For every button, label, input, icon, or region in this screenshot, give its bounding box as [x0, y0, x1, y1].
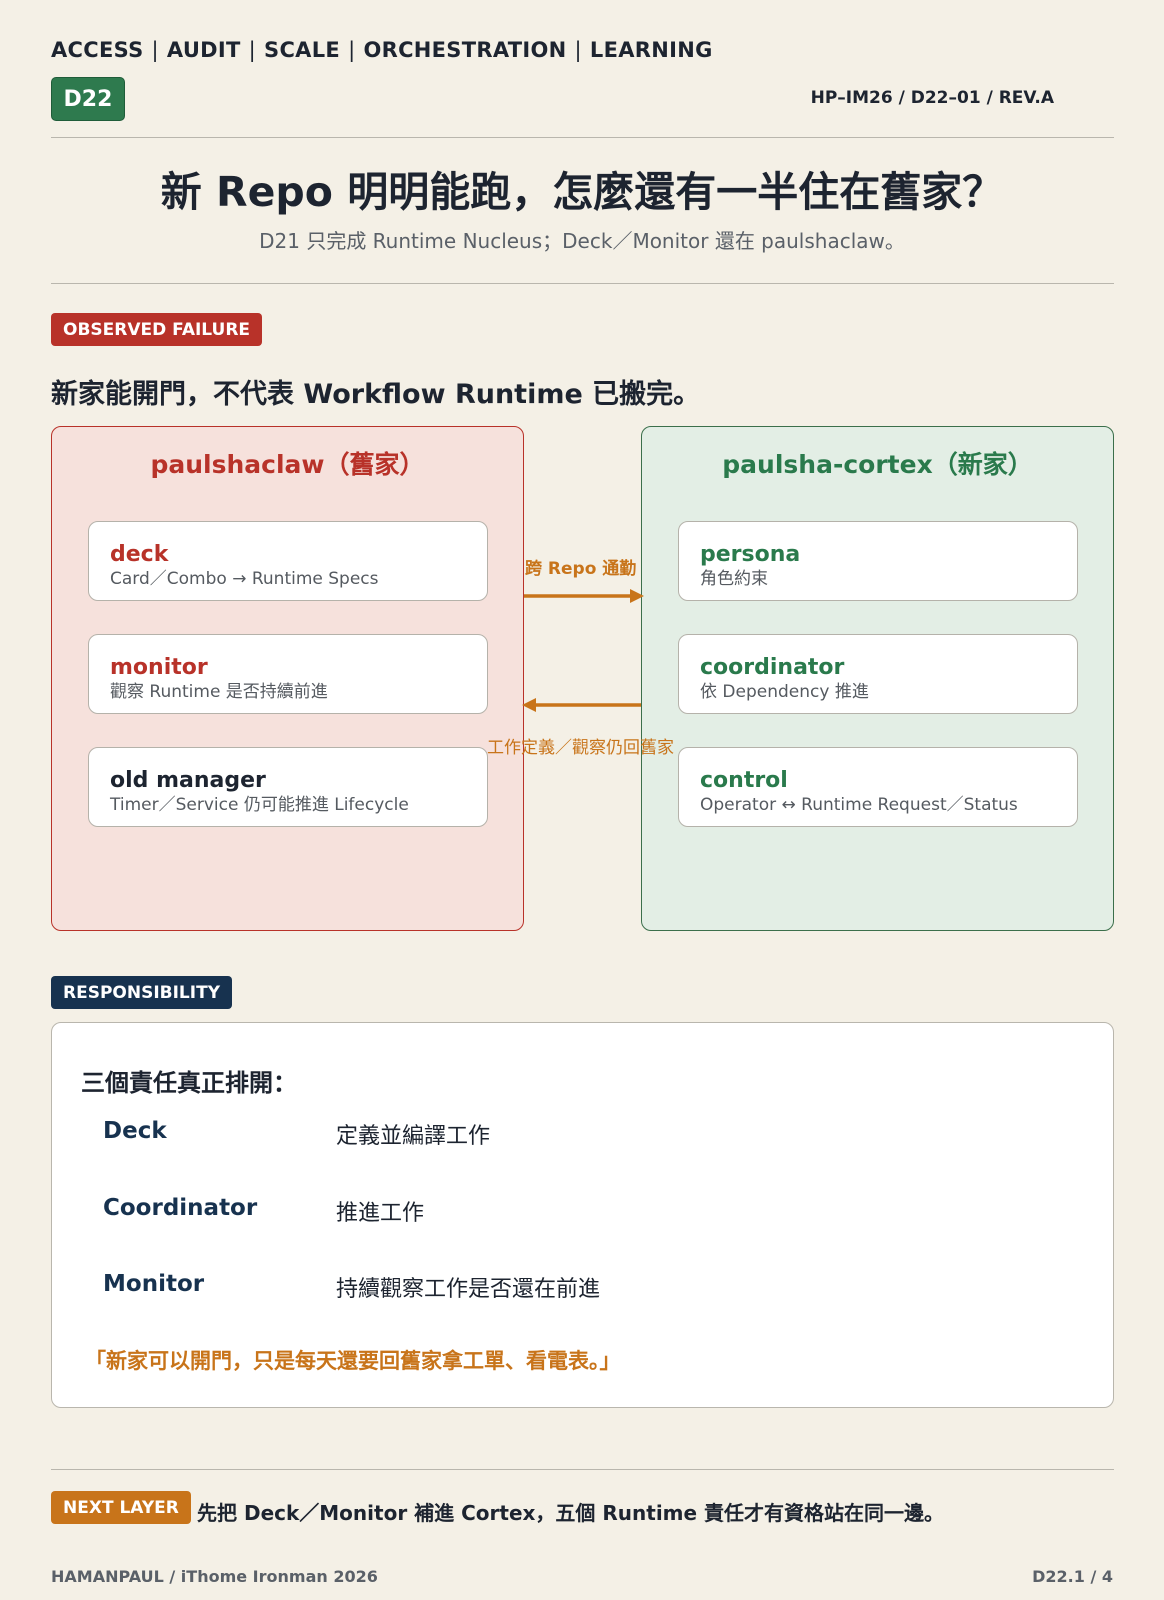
card-deck-name: deck — [110, 542, 169, 567]
responsibility-panel: 三個責任真正排開： Deck 定義並編譯工作 Coordinator 推進工作 … — [51, 1022, 1114, 1408]
nav-item-learning: LEARNING — [589, 38, 713, 62]
new-house-box: paulsha-cortex（新家） persona 角色約束 coordina… — [641, 426, 1114, 931]
card-coordinator: coordinator 依 Dependency 推進 — [678, 634, 1078, 714]
card-persona-name: persona — [700, 542, 801, 567]
observed-failure-badge: OBSERVED FAILURE — [51, 313, 263, 346]
divider — [51, 137, 1114, 138]
nav-separator: | — [348, 38, 356, 62]
card-coordinator-name: coordinator — [700, 655, 845, 680]
day-tag: D22 — [51, 77, 125, 121]
card-monitor: monitor 觀察 Runtime 是否持續前進 — [88, 634, 488, 714]
nav-separator: | — [574, 38, 582, 62]
arrow-right-head — [630, 589, 644, 603]
card-control-name: control — [700, 768, 788, 793]
nav-item-scale: SCALE — [264, 38, 341, 62]
card-monitor-name: monitor — [110, 655, 208, 680]
card-old-manager-desc: Timer／Service 仍可能推進 Lifecycle — [110, 795, 409, 815]
responsibility-name: Coordinator — [103, 1195, 258, 1221]
card-deck-desc: Card／Combo → Runtime Specs — [110, 569, 379, 589]
card-monitor-desc: 觀察 Runtime 是否持續前進 — [110, 682, 328, 702]
responsibility-desc: 持續觀察工作是否還在前進 — [336, 1277, 601, 1302]
arrow-right-label: 跨 Repo 通勤 — [525, 559, 637, 579]
card-deck: deck Card／Combo → Runtime Specs — [88, 521, 488, 601]
card-coordinator-desc: 依 Dependency 推進 — [700, 682, 869, 702]
responsibility-name: Monitor — [103, 1271, 205, 1297]
card-old-manager-name: old manager — [110, 768, 266, 793]
nav-item-audit: AUDIT — [166, 38, 241, 62]
top-navigation: ACCESS | AUDIT | SCALE | ORCHESTRATION | LEARNIN… — [51, 38, 713, 62]
footer-credit: HAMANPAUL / iThome Ironman 2026 — [51, 1567, 378, 1586]
next-layer-text: 先把 Deck／Monitor 補進 Cortex，五個 Runtime 責任才… — [197, 1501, 945, 1525]
card-persona-desc: 角色約束 — [700, 569, 768, 589]
old-house-title: paulshaclaw（舊家） — [150, 450, 425, 479]
responsibility-desc: 推進工作 — [336, 1201, 425, 1226]
responsibility-quote: 「新家可以開門，只是每天還要回舊家拿工單、看電表。」 — [85, 1349, 621, 1373]
nav-item-access: ACCESS — [51, 38, 144, 62]
arrows-diagram — [522, 589, 644, 712]
divider — [51, 283, 1114, 284]
old-house-box: paulshaclaw（舊家） deck Card／Combo → Runtim… — [51, 426, 524, 931]
doc-reference: HP–IM26 / D22–01 / REV.A — [810, 88, 1054, 108]
card-persona: persona 角色約束 — [678, 521, 1078, 601]
responsibility-heading: 三個責任真正排開： — [81, 1069, 297, 1097]
observed-heading: 新家能開門，不代表 Workflow Runtime 已搬完。 — [51, 379, 701, 410]
new-house-title: paulsha-cortex（新家） — [722, 450, 1033, 479]
card-old-manager: old manager Timer／Service 仍可能推進 Lifecycl… — [88, 747, 488, 827]
page-title: 新 Repo 明明能跑，怎麼還有一半住在舊家？ — [160, 168, 1004, 216]
arrow-left-label: 工作定義／觀察仍回舊家 — [487, 738, 674, 758]
responsibility-name: Deck — [103, 1118, 167, 1144]
next-layer-badge: NEXT LAYER — [51, 1491, 191, 1524]
card-control: control Operator ↔ Runtime Request／Statu… — [678, 747, 1078, 827]
nav-separator: | — [151, 38, 159, 62]
responsibility-badge: RESPONSIBILITY — [51, 976, 233, 1009]
nav-item-orchestration: ORCHESTRATION — [363, 38, 567, 62]
divider — [51, 1469, 1114, 1470]
arrow-left-head — [522, 698, 536, 712]
card-control-desc: Operator ↔ Runtime Request／Status — [700, 795, 1018, 815]
footer-page-number: D22.1 / 4 — [1032, 1567, 1113, 1586]
page-subtitle: D21 只完成 Runtime Nucleus；Deck／Monitor 還在 … — [259, 229, 905, 253]
nav-separator: | — [248, 38, 257, 62]
responsibility-desc: 定義並編譯工作 — [336, 1124, 491, 1149]
